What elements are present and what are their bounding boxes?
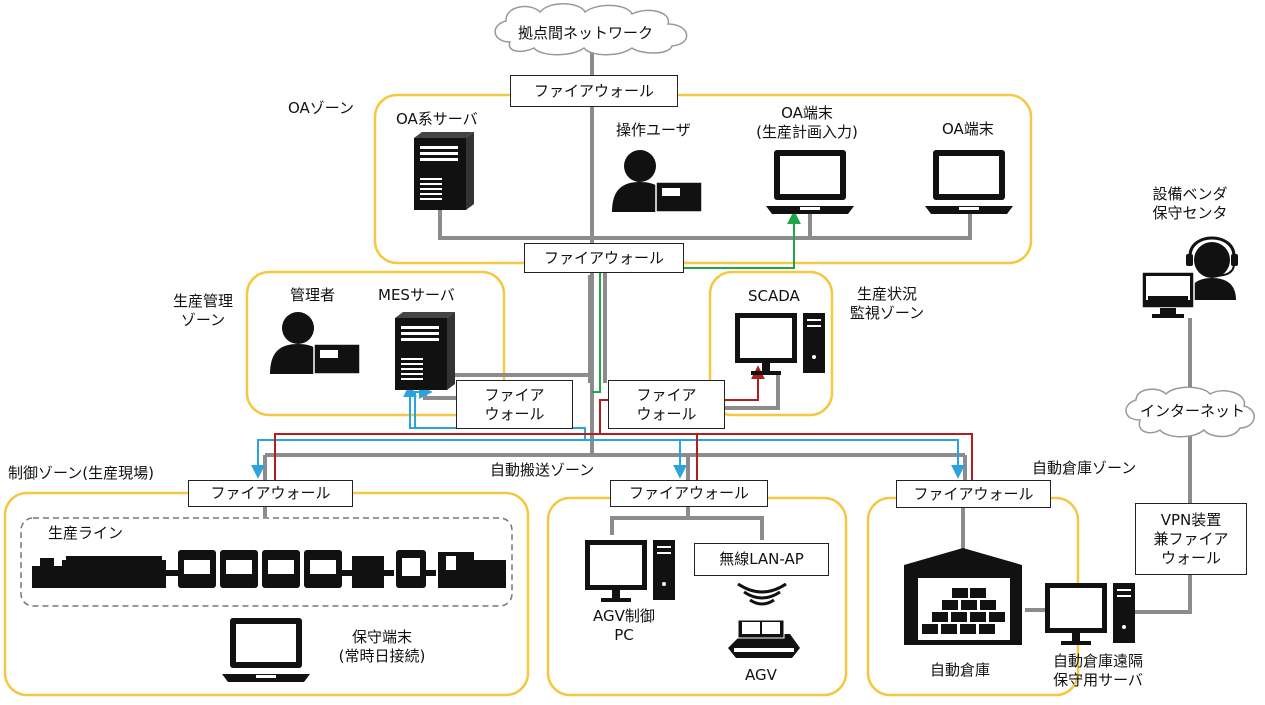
- production-mgmt-zone-border: [245, 270, 506, 417]
- oa-server-label: OA系サーバ: [396, 110, 478, 128]
- firewall-warehouse-label: ファイアウォール: [913, 484, 1034, 503]
- firewall-scada-label: ファイア ウォール: [636, 385, 697, 423]
- firewall-vpn-label: VPN装置 兼ファイア ウォール: [1153, 510, 1229, 567]
- wan-cloud: [494, 3, 688, 56]
- agv-label: AGV: [745, 666, 777, 684]
- vendor-label: 設備ベンダ 保守センタ: [1152, 185, 1228, 222]
- warehouse-icon: [904, 548, 1022, 645]
- oa-zone-border: [373, 93, 1033, 265]
- firewall-warehouse[interactable]: ファイアウォール: [896, 480, 1051, 508]
- maint-terminal-label: 保守端末 (常時日接続): [338, 628, 426, 665]
- agv-pc-icon: [585, 540, 675, 602]
- wireless-signal-icon: [737, 582, 787, 606]
- manager-icon: [269, 311, 361, 375]
- operator-label: 操作ユーザ: [616, 121, 691, 139]
- firewall-control[interactable]: ファイアウォール: [188, 480, 353, 507]
- oa-terminal-planning-icon: [766, 150, 854, 214]
- firewall-mid[interactable]: ファイアウォール: [524, 243, 684, 273]
- internet-cloud: [1125, 386, 1255, 438]
- zone-label-monitoring: 生産状況 監視ゾーン: [849, 285, 925, 322]
- scada-pc-icon: [735, 313, 825, 375]
- mes-server-icon: [395, 312, 455, 390]
- firewall-control-label: ファイアウォール: [210, 484, 331, 502]
- trunk-links: [263, 40, 1192, 614]
- warehouse-server-label: 自動倉庫遠隔 保守用サーバ: [1052, 652, 1143, 689]
- firewall-mid-label: ファイアウォール: [543, 248, 664, 267]
- manager-label: 管理者: [290, 286, 336, 304]
- wireless-ap-label: 無線LAN-AP: [719, 550, 804, 568]
- wan-cloud-label: 拠点間ネットワーク: [518, 24, 654, 42]
- monitoring-zone-border: [708, 270, 834, 417]
- oa-terminal-label: OA端末: [942, 120, 994, 138]
- firewall-agv-label: ファイアウォール: [628, 484, 749, 502]
- production-line-label: 生産ライン: [48, 524, 124, 542]
- agv-icon: [728, 619, 800, 658]
- vendor-support-icon: [1141, 236, 1238, 318]
- firewall-top-label: ファイアウォール: [533, 81, 654, 100]
- firewall-top[interactable]: ファイアウォール: [510, 75, 678, 107]
- firewall-agv[interactable]: ファイアウォール: [610, 480, 768, 507]
- zone-label-production-mgmt: 生産管理 ゾーン: [172, 292, 233, 329]
- agv-pc-label: AGV制御 PC: [593, 607, 655, 644]
- oa-terminal-planning-label: OA端末 (生産計画入力): [756, 104, 858, 141]
- firewall-scada[interactable]: ファイア ウォール: [608, 380, 725, 429]
- firewall-mgmt[interactable]: ファイア ウォール: [456, 380, 573, 429]
- firewall-mgmt-label: ファイア ウォール: [484, 385, 545, 423]
- zone-label-control: 制御ゾーン(生産現場): [8, 464, 154, 482]
- firewall-vpn[interactable]: VPN装置 兼ファイア ウォール: [1135, 503, 1247, 575]
- production-line-icon: [32, 550, 506, 588]
- zone-label-warehouse: 自動倉庫ゾーン: [1032, 459, 1137, 477]
- mes-server-label: MESサーバ: [378, 286, 455, 304]
- warehouse-label: 自動倉庫: [930, 661, 991, 679]
- zone-label-agv: 自動搬送ゾーン: [490, 461, 595, 479]
- maint-terminal-icon: [222, 618, 310, 682]
- zone-label-oa: OAゾーン: [288, 99, 355, 117]
- operator-icon: [611, 149, 703, 213]
- oa-terminal-icon: [925, 150, 1013, 214]
- agv-zone-border: [546, 496, 848, 697]
- oa-server-icon: [414, 132, 474, 210]
- internet-cloud-label: インターネット: [1140, 402, 1246, 420]
- wireless-ap-box[interactable]: 無線LAN-AP: [694, 543, 829, 576]
- warehouse-server-icon: [1045, 583, 1135, 645]
- scada-label: SCADA: [748, 287, 800, 305]
